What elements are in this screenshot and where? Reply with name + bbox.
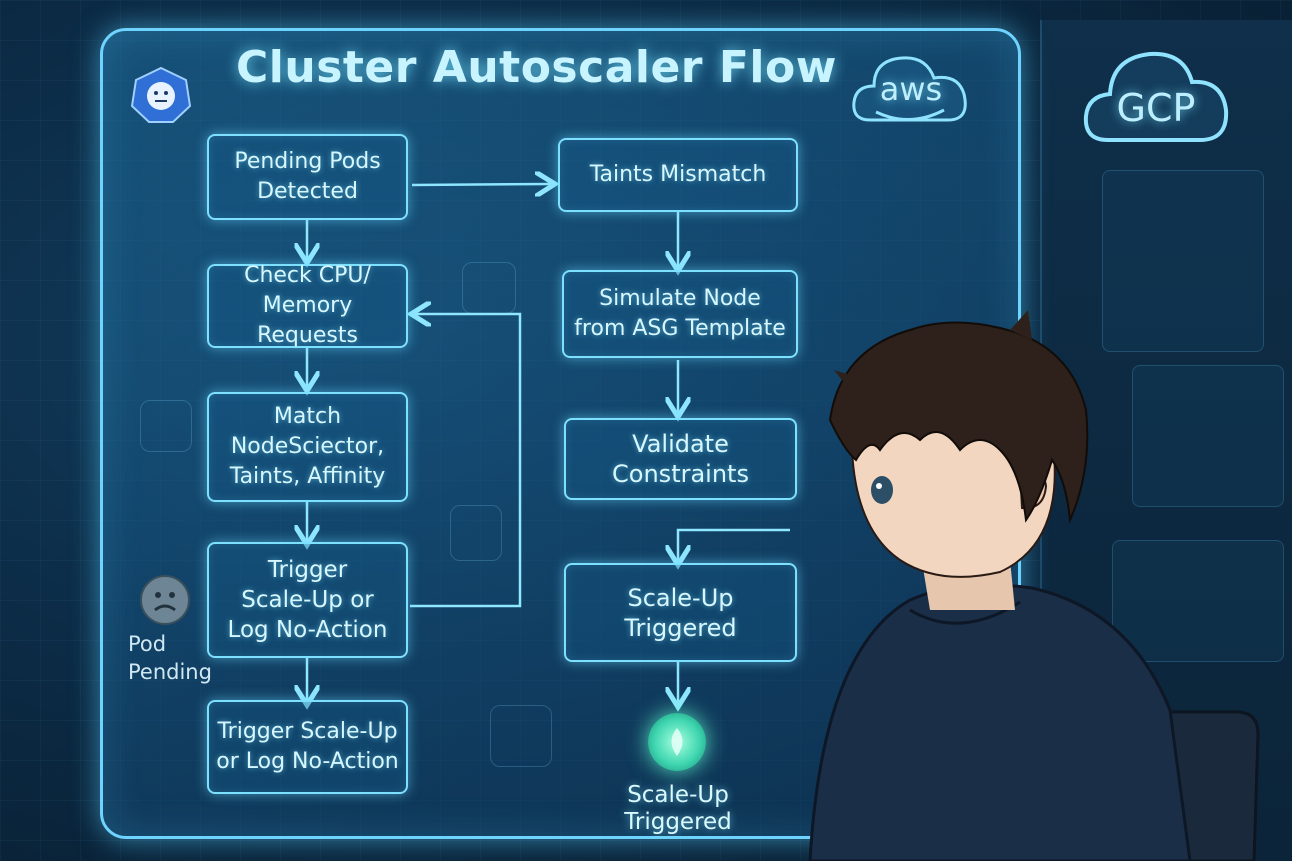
wall-slab — [1102, 170, 1264, 352]
flow-node-pending-pods: Pending Pods Detected — [207, 134, 408, 220]
flow-node-check-requests: Check CPU/ Memory Requests — [207, 263, 408, 348]
aws-label: aws — [879, 70, 943, 108]
gcp-cloud-icon: GCP — [1080, 36, 1232, 148]
ghost-close-icon — [140, 400, 192, 452]
aws-cloud-icon: aws — [848, 40, 974, 132]
flow-node-trigger-or-log: Trigger Scale-Up or Log No-Action — [207, 700, 408, 794]
flow-node-scale-up-triggered: Scale-Up Triggered — [564, 563, 797, 662]
flow-node-taints-mismatch: Taints Mismatch — [558, 138, 798, 212]
ghost-check-icon — [490, 705, 552, 767]
flow-node-trigger-decision: Trigger Scale-Up or Log No-Action — [207, 542, 408, 658]
flow-node-match-selector: Match NodeSciector, Taints, Affinity — [207, 392, 408, 502]
flow-node-validate-constraints: Validate Constraints — [564, 418, 797, 500]
kubernetes-logo-icon — [130, 66, 192, 123]
page-title: Cluster Autoscaler Flow — [236, 42, 837, 93]
flow-node-simulate-node: Simulate Node from ASG Template — [562, 270, 798, 358]
ghost-app-icon — [450, 505, 502, 561]
pod-pending-label: Pod Pending — [128, 632, 212, 684]
success-icon — [648, 713, 706, 771]
wall-slab — [1112, 540, 1284, 662]
engineer-illustration — [808, 310, 1260, 861]
gcp-label: GCP — [1116, 86, 1196, 130]
scale-up-triggered-label: Scale-Up Triggered — [624, 782, 732, 835]
wall-slab — [1132, 365, 1284, 507]
sad-face-icon — [140, 575, 190, 625]
